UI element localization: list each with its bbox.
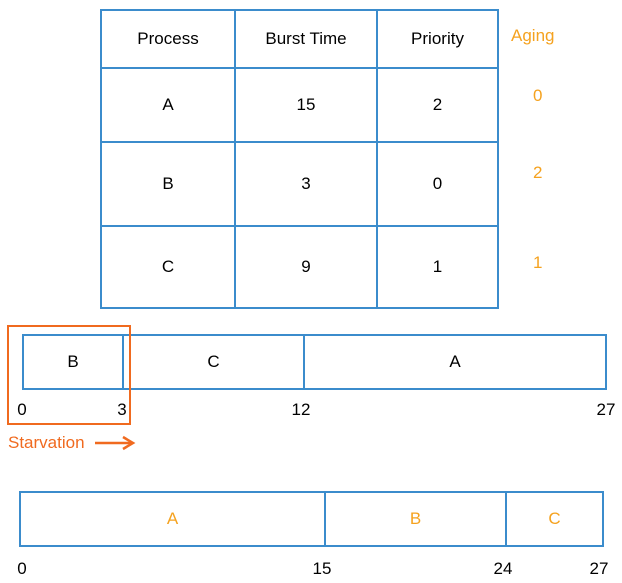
starvation-highlight-box bbox=[7, 325, 131, 425]
gantt-tick: 27 bbox=[589, 559, 609, 578]
gantt-tick: 0 bbox=[17, 559, 27, 578]
gantt-tick: 3 bbox=[117, 400, 127, 419]
table-header-row: Process Burst Time Priority bbox=[100, 9, 499, 69]
cell-process: B bbox=[100, 141, 236, 227]
cell-priority: 1 bbox=[376, 225, 499, 309]
gantt-tick: 12 bbox=[291, 400, 311, 419]
gantt-tick: 27 bbox=[596, 400, 616, 419]
table-row: B 3 0 bbox=[100, 141, 499, 227]
gantt-segment: C bbox=[548, 509, 561, 528]
gantt-tick: 15 bbox=[312, 559, 332, 578]
cell-burst: 3 bbox=[234, 141, 378, 227]
gantt-segment: B bbox=[24, 336, 124, 388]
gantt-segment: A bbox=[449, 352, 461, 371]
gantt-tick: 24 bbox=[493, 559, 513, 578]
header-priority: Priority bbox=[376, 9, 499, 69]
cell-burst: 15 bbox=[234, 67, 378, 143]
gantt-segment: C bbox=[124, 336, 305, 388]
gantt-tick: 0 bbox=[17, 400, 27, 419]
table-row: A 15 2 bbox=[100, 67, 499, 143]
starvation-label: Starvation bbox=[8, 433, 85, 452]
gantt-aging: A B C bbox=[19, 491, 604, 547]
header-burst-time: Burst Time bbox=[234, 9, 378, 69]
gantt-segment: B bbox=[326, 493, 507, 545]
gantt-segment: A bbox=[21, 493, 326, 545]
table-row: C 9 1 bbox=[100, 225, 499, 309]
header-process: Process bbox=[100, 9, 236, 69]
cell-priority: 2 bbox=[376, 67, 499, 143]
cell-priority: 0 bbox=[376, 141, 499, 227]
cell-process: A bbox=[100, 67, 236, 143]
aging-value: 2 bbox=[533, 163, 543, 182]
cell-process: C bbox=[100, 225, 236, 309]
gantt-priority: B C A bbox=[22, 334, 607, 390]
cell-burst: 9 bbox=[234, 225, 378, 309]
aging-value: 1 bbox=[533, 253, 543, 272]
arrow-right-icon bbox=[95, 435, 136, 451]
process-table: Process Burst Time Priority A 15 2 B 3 0… bbox=[100, 9, 499, 309]
aging-header: Aging bbox=[511, 26, 555, 45]
aging-value: 0 bbox=[533, 86, 543, 105]
